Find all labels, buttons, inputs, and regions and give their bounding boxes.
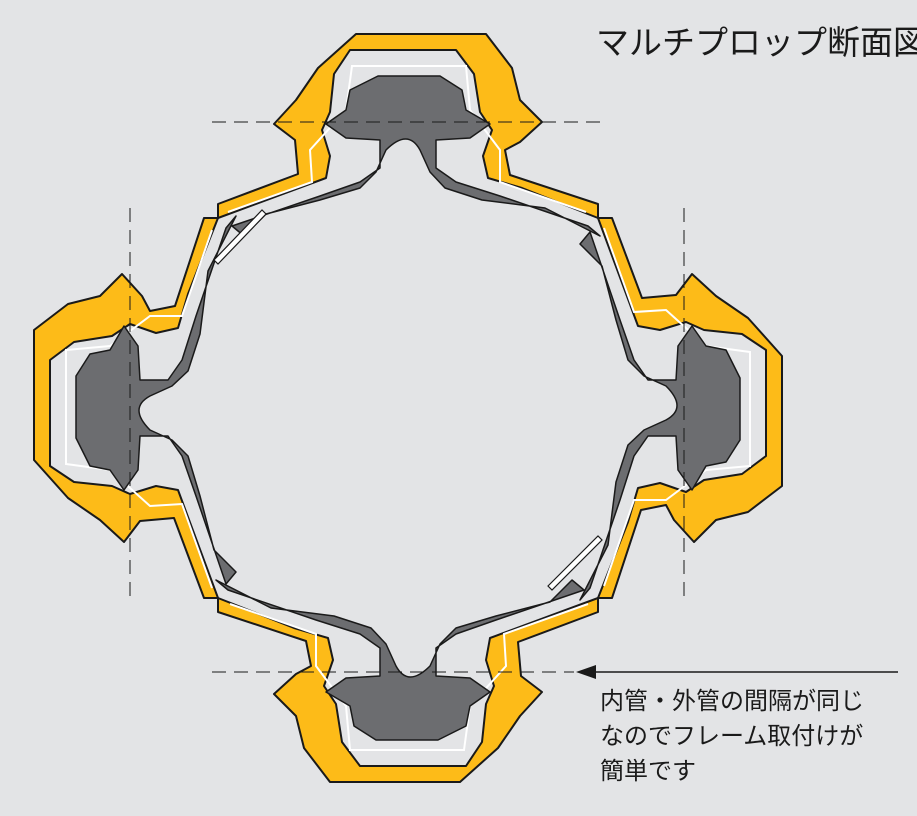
callout-note: 内管・外管の間隔が同じ なのでフレーム取付けが 簡単です <box>600 684 900 789</box>
outer-profile <box>33 33 783 783</box>
callout-arrow <box>576 665 898 679</box>
slot-detail-left <box>213 209 267 265</box>
note-line-1: 内管・外管の間隔が同じ <box>600 687 864 715</box>
note-line-3: 簡単です <box>600 757 696 785</box>
inner-profile <box>75 75 741 741</box>
center-lines <box>129 121 685 673</box>
diagram-title: マルチプロップ断面図 <box>596 23 917 62</box>
note-line-2: なのでフレーム取付けが <box>600 722 864 750</box>
slot-detail-right <box>547 535 603 591</box>
